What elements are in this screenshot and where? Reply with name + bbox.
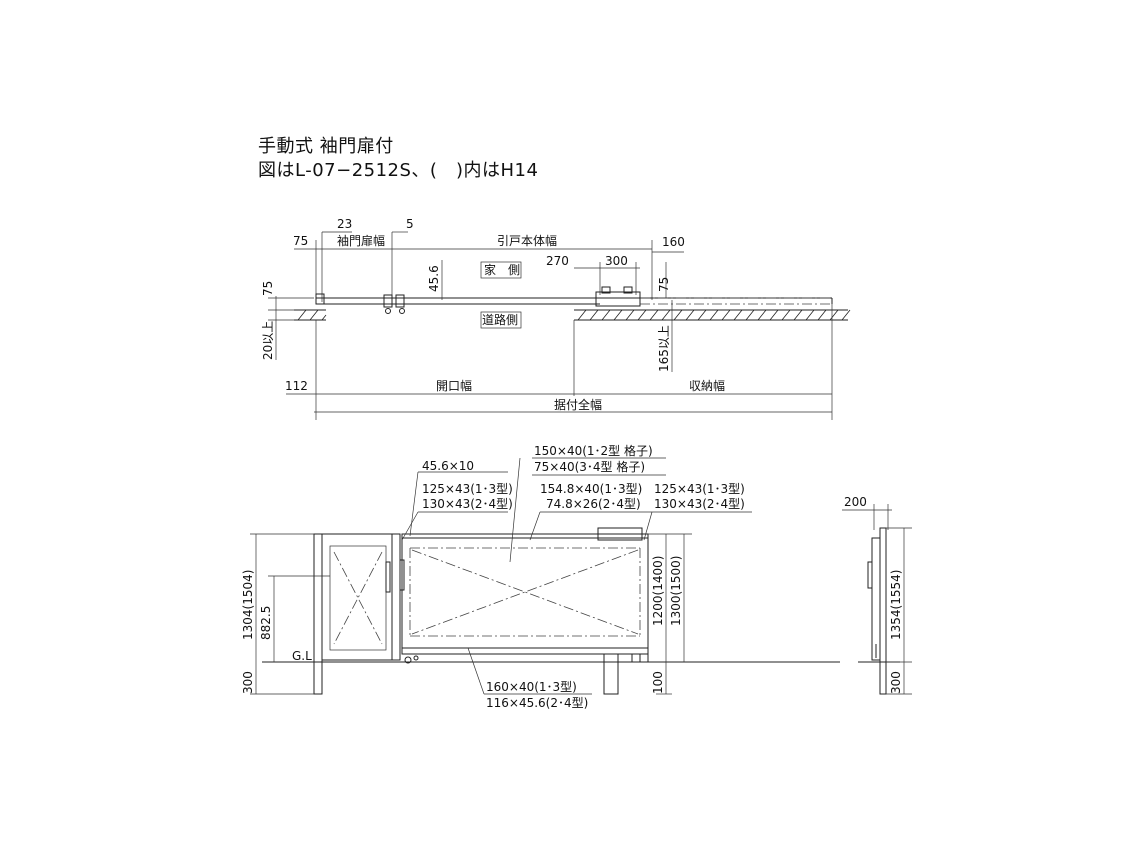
callout-bottom-13: 160×40(1･3型)	[486, 680, 577, 694]
dim-5: 5	[406, 217, 414, 231]
curb-hatch-line	[709, 309, 719, 321]
drawing-title: 手動式 袖門扉付	[258, 136, 394, 157]
dim-100: 100	[651, 671, 665, 694]
curb-hatch-line	[637, 309, 647, 321]
side-dim-300: 300	[889, 671, 903, 694]
callout-bottom-24: 116×45.6(2･4型)	[486, 696, 588, 710]
dim-23: 23	[337, 217, 352, 231]
curb-hatch-line	[613, 309, 623, 321]
callout-right-24: 130×43(2･4型)	[654, 497, 745, 511]
dim-75-left: 75	[293, 234, 308, 248]
callout-lattice-34: 75×40(3･4型 格子)	[534, 459, 645, 474]
callout-right-13: 125×43(1･3型)	[654, 482, 745, 496]
curb-hatch-line	[649, 309, 659, 321]
dim-165-min: 165以上	[657, 325, 671, 372]
side-view	[842, 504, 912, 695]
curb-hatch-line	[589, 309, 599, 321]
label-road-side: 道路側	[482, 312, 518, 327]
curb-hatch-line	[769, 309, 779, 321]
curb-hatch-line	[625, 309, 635, 321]
callout-lattice-12: 150×40(1･2型 格子)	[534, 443, 653, 458]
drawing-subtitle: 図はL-07−2512S、( )内はH14	[258, 160, 539, 181]
curb-hatch-line	[577, 309, 587, 321]
side-dim-1354: 1354(1554)	[889, 570, 903, 640]
dim-270: 270	[546, 254, 569, 268]
side-dim-200: 200	[844, 495, 867, 509]
label-total-width: 据付全幅	[554, 397, 602, 412]
plan-view	[268, 231, 851, 420]
dim-300-left: 300	[241, 671, 255, 694]
callout-mid-13: 154.8×40(1･3型)	[540, 482, 642, 496]
curb-hatch-line	[781, 309, 791, 321]
dim-1200: 1200(1400)	[651, 556, 665, 626]
callout-mid-24: 74.8×26(2･4型)	[546, 497, 641, 511]
curb-hatch-line	[817, 309, 827, 321]
curb-hatch-line	[685, 309, 695, 321]
dim-75-vertical: 75	[261, 281, 275, 296]
curb-hatch-line	[745, 309, 755, 321]
label-storage-width: 収納幅	[689, 378, 725, 393]
curb-hatch-line	[829, 309, 839, 321]
label-sode-width: 袖門扉幅	[337, 233, 385, 248]
callout-left-24: 130×43(2･4型)	[422, 497, 513, 511]
curb-hatch-line	[733, 309, 743, 321]
front-elevation	[250, 457, 840, 695]
label-house-side: 家 側	[484, 262, 520, 277]
dim-1304: 1304(1504)	[241, 570, 255, 640]
curb-hatch-line	[805, 309, 815, 321]
callout-45-6x10: 45.6×10	[422, 459, 474, 473]
curb-hatch-line	[793, 309, 803, 321]
label-opening-width: 開口幅	[436, 378, 472, 393]
dim-45-6: 45.6	[427, 265, 441, 292]
curb-hatch-line	[721, 309, 731, 321]
curb-hatch-line	[757, 309, 767, 321]
dim-300: 300	[605, 254, 628, 268]
curb-hatch-line	[697, 309, 707, 321]
dim-75-right: 75	[657, 277, 671, 292]
callout-left-13: 125×43(1･3型)	[422, 482, 513, 496]
dim-1300: 1300(1500)	[669, 556, 683, 626]
curb-hatch-line	[673, 309, 683, 321]
curb-hatch-line	[601, 309, 611, 321]
dim-882-5: 882.5	[259, 606, 273, 640]
dim-160: 160	[662, 235, 685, 249]
dim-112: 112	[285, 379, 308, 393]
curb-hatch-line	[841, 309, 851, 321]
dim-20-min: 20以上	[261, 321, 275, 360]
curb-hatch-line	[661, 309, 671, 321]
label-gl: G.L	[292, 649, 312, 663]
label-body-width: 引戸本体幅	[497, 233, 557, 248]
